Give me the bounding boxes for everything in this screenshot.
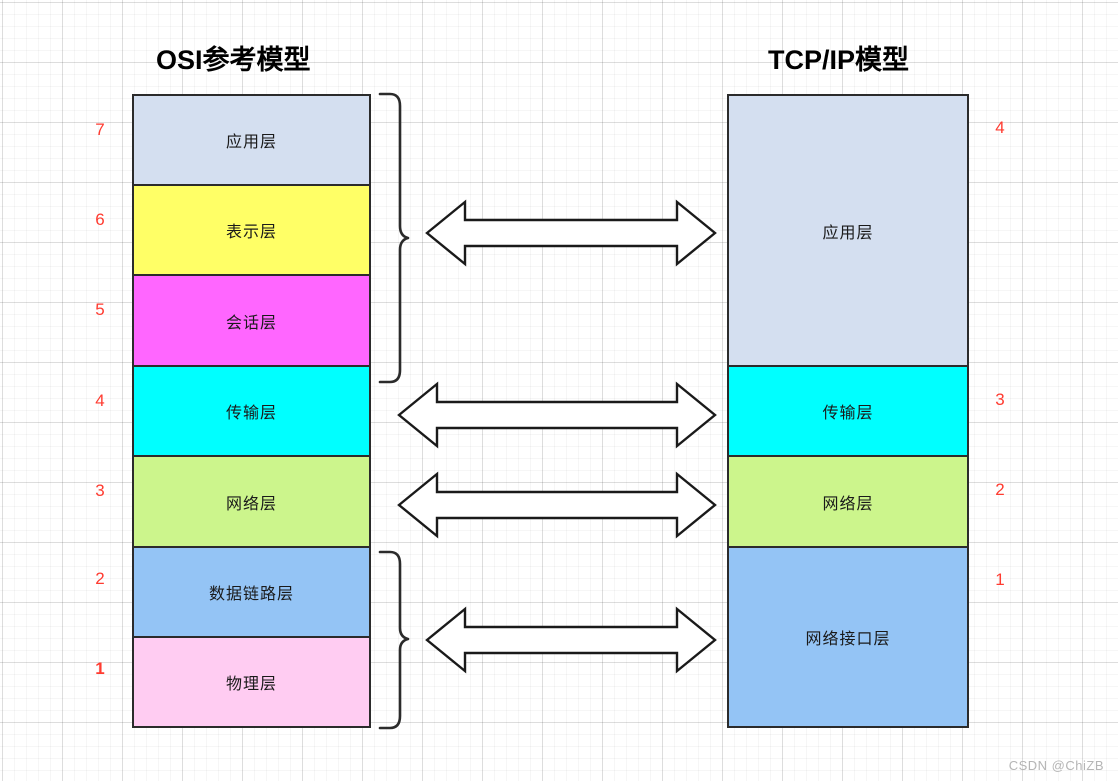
tcpip-model-title: TCP/IP模型 [768,45,910,75]
osi-layer-label: 物理层 [225,676,277,693]
osi-layer-datalink[interactable]: 数据链路层 [134,548,369,638]
tcpip-layer-stack: 应用层 传输层 网络层 网络接口层 [727,94,969,728]
osi-layer-label: 表示层 [225,224,277,241]
transport-mapping-arrow [397,380,717,450]
osi-layer-transport[interactable]: 传输层 [134,367,369,457]
tcpip-layer-network-interface[interactable]: 网络接口层 [729,548,967,726]
osi-layer-number-5: 5 [95,300,105,319]
osi-layer-number-3: 3 [95,481,105,500]
osi-layer-network[interactable]: 网络层 [134,457,369,548]
osi-layer-physical[interactable]: 物理层 [134,638,369,726]
osi-model-title: OSI参考模型 [156,45,311,75]
osi-layer-number-4: 4 [95,391,105,410]
tcpip-layer-transport[interactable]: 传输层 [729,367,967,457]
osi-layer-number-6: 6 [95,210,105,229]
osi-layer-number-2: 2 [95,569,105,588]
osi-lower-layers-brace [378,548,412,732]
osi-layer-presentation[interactable]: 表示层 [134,186,369,276]
tcpip-layer-network[interactable]: 网络层 [729,457,967,548]
link-mapping-arrow [425,605,717,675]
osi-layer-number-1: 1 [95,659,105,678]
osi-layer-label: 网络层 [225,495,277,513]
tcpip-layer-application[interactable]: 应用层 [729,96,967,367]
osi-layer-number-7: 7 [95,120,105,139]
osi-layer-application[interactable]: 应用层 [134,96,369,186]
osi-upper-layers-brace [378,90,412,386]
tcpip-layer-number-4: 4 [995,118,1005,137]
tcpip-layer-number-1: 1 [995,570,1005,589]
osi-layer-label: 数据链路层 [208,586,294,603]
network-mapping-arrow [397,470,717,540]
application-mapping-arrow [425,198,717,268]
osi-layer-stack: 应用层 表示层 会话层 传输层 网络层 数据链路层 物理层 [132,94,371,728]
tcpip-layer-label: 应用层 [822,224,874,242]
tcpip-layer-label: 网络接口层 [805,631,891,648]
tcpip-layer-label: 传输层 [822,405,874,422]
osi-layer-label: 会话层 [225,314,277,332]
osi-layer-label: 传输层 [225,405,277,422]
csdn-watermark: CSDN @ChiZB [1008,758,1104,773]
tcpip-layer-number-3: 3 [995,390,1005,409]
osi-layer-session[interactable]: 会话层 [134,276,369,367]
tcpip-layer-label: 网络层 [822,495,874,513]
osi-layer-label: 应用层 [225,134,277,151]
tcpip-layer-number-2: 2 [995,480,1005,499]
